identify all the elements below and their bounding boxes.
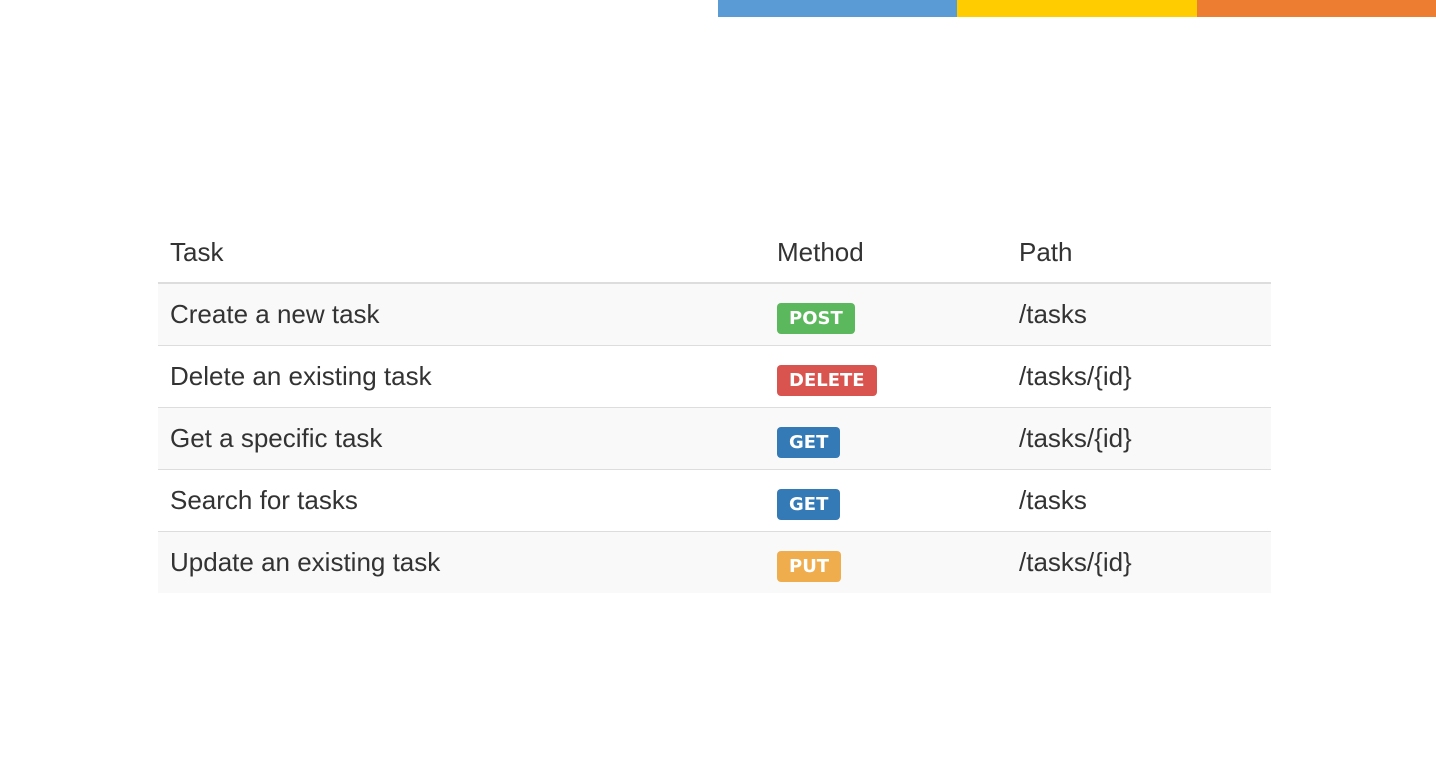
task-cell: Search for tasks: [158, 469, 765, 532]
method-cell: POST: [765, 283, 1007, 346]
accent-color-bar: [718, 0, 1436, 17]
path-cell: /tasks: [1007, 469, 1271, 532]
header-path: Path: [1007, 222, 1271, 284]
method-badge-get: GET: [777, 488, 841, 520]
method-cell: PUT: [765, 531, 1007, 593]
table-row: Update an existing task PUT /tasks/{id}: [158, 531, 1271, 593]
header-row: Task Method Path: [158, 222, 1271, 284]
task-cell: Get a specific task: [158, 407, 765, 470]
method-badge-get: GET: [777, 426, 841, 458]
task-cell: Create a new task: [158, 283, 765, 346]
task-cell: Delete an existing task: [158, 345, 765, 408]
table-header: Task Method Path: [158, 222, 1271, 284]
method-cell: GET: [765, 407, 1007, 470]
api-endpoints-table: Task Method Path Create a new task POST …: [158, 222, 1271, 593]
method-badge-put: PUT: [777, 550, 842, 582]
accent-segment-blue: [718, 0, 958, 17]
table-body: Create a new task POST /tasks Delete an …: [158, 283, 1271, 593]
path-cell: /tasks/{id}: [1007, 345, 1271, 408]
table-row: Delete an existing task DELETE /tasks/{i…: [158, 345, 1271, 408]
method-badge-post: POST: [777, 302, 855, 334]
table-row: Create a new task POST /tasks: [158, 283, 1271, 346]
path-cell: /tasks/{id}: [1007, 531, 1271, 593]
method-cell: GET: [765, 469, 1007, 532]
method-badge-delete: DELETE: [777, 364, 877, 396]
method-cell: DELETE: [765, 345, 1007, 408]
table-row: Search for tasks GET /tasks: [158, 469, 1271, 532]
path-cell: /tasks/{id}: [1007, 407, 1271, 470]
accent-segment-orange: [1196, 0, 1436, 17]
header-method: Method: [765, 222, 1007, 284]
accent-segment-yellow: [957, 0, 1197, 17]
header-task: Task: [158, 222, 765, 284]
table-row: Get a specific task GET /tasks/{id}: [158, 407, 1271, 470]
task-cell: Update an existing task: [158, 531, 765, 593]
path-cell: /tasks: [1007, 283, 1271, 346]
